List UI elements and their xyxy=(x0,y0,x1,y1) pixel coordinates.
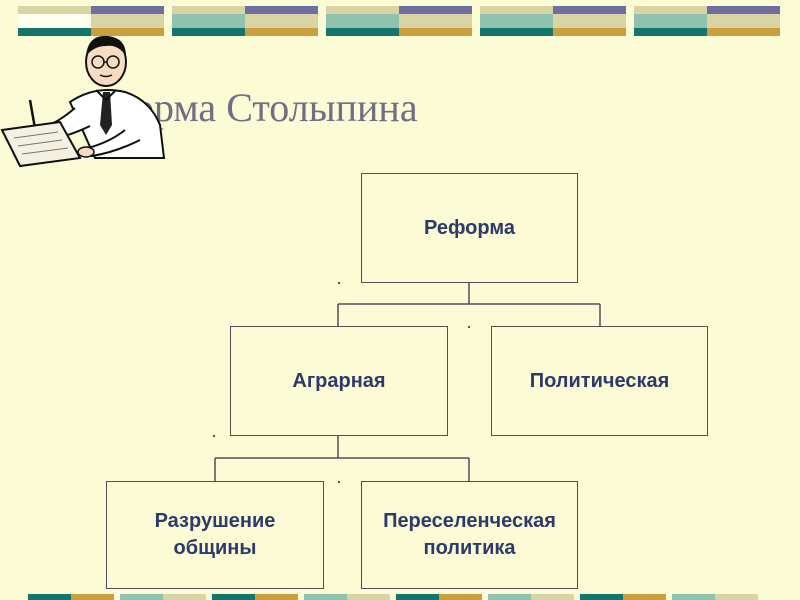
dot-marker xyxy=(468,326,470,328)
node-resettlement-policy: Переселенческая политика xyxy=(361,481,578,589)
dot-marker xyxy=(338,481,340,483)
decor-tile xyxy=(326,6,472,36)
node-political: Политическая xyxy=(491,326,708,436)
node-political-label: Политическая xyxy=(529,369,670,392)
node-reform-label: Реформа xyxy=(423,216,516,239)
node-reform: Реформа xyxy=(361,173,578,283)
decor-tile xyxy=(480,6,626,36)
node-commune-destruction-label: Разрушение общины xyxy=(154,510,276,559)
top-decor-band xyxy=(18,6,780,36)
bottom-decor-band xyxy=(28,594,758,600)
writing-man-illustration xyxy=(0,35,166,168)
node-agrarian-label: Аграрная xyxy=(292,369,386,392)
decor-tile xyxy=(18,6,164,36)
dot-marker xyxy=(338,282,340,284)
node-resettlement-policy-label: Переселенческая политика xyxy=(383,510,556,559)
decor-tile xyxy=(172,6,318,36)
slide-title: орма Столыпина xyxy=(134,85,418,130)
node-commune-destruction: Разрушение общины xyxy=(106,481,324,589)
decor-tile xyxy=(634,6,780,36)
node-agrarian: Аграрная xyxy=(230,326,448,436)
dot-marker xyxy=(213,435,215,437)
